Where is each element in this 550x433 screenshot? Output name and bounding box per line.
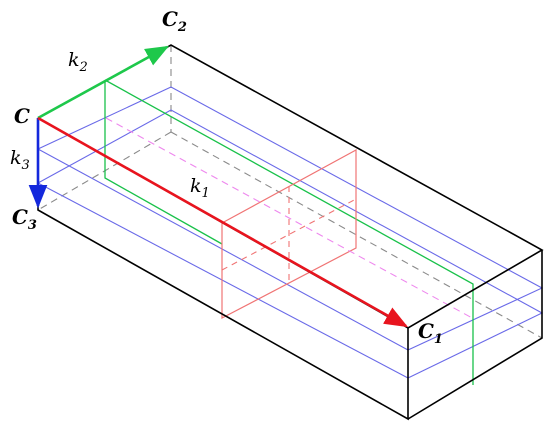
hidden-edge-length [170, 131, 543, 339]
blue-planes [37, 86, 544, 379]
green-planes [104, 79, 474, 385]
label-c: C [14, 104, 30, 128]
red-section-diag-b [221, 198, 357, 271]
box-front-face [37, 118, 409, 421]
label-c1: C1 [418, 319, 443, 347]
axis-k2-arrow [37, 45, 170, 120]
red-section-outline [221, 148, 357, 319]
axis-k1-arrow [37, 116, 409, 328]
red-section [221, 148, 357, 319]
label-c2: C2 [162, 7, 187, 35]
green-plane-near-edge [104, 80, 223, 245]
box-outline [37, 44, 544, 421]
box-right-face [407, 250, 543, 420]
blue-plane-lower [37, 109, 544, 379]
green-plane-near [104, 79, 474, 385]
label-k3: k3 [10, 147, 30, 173]
label-k2: k2 [68, 49, 88, 75]
label-c3: C3 [12, 205, 37, 233]
label-k1: k1 [190, 175, 210, 201]
center-axis-line [105, 117, 475, 320]
